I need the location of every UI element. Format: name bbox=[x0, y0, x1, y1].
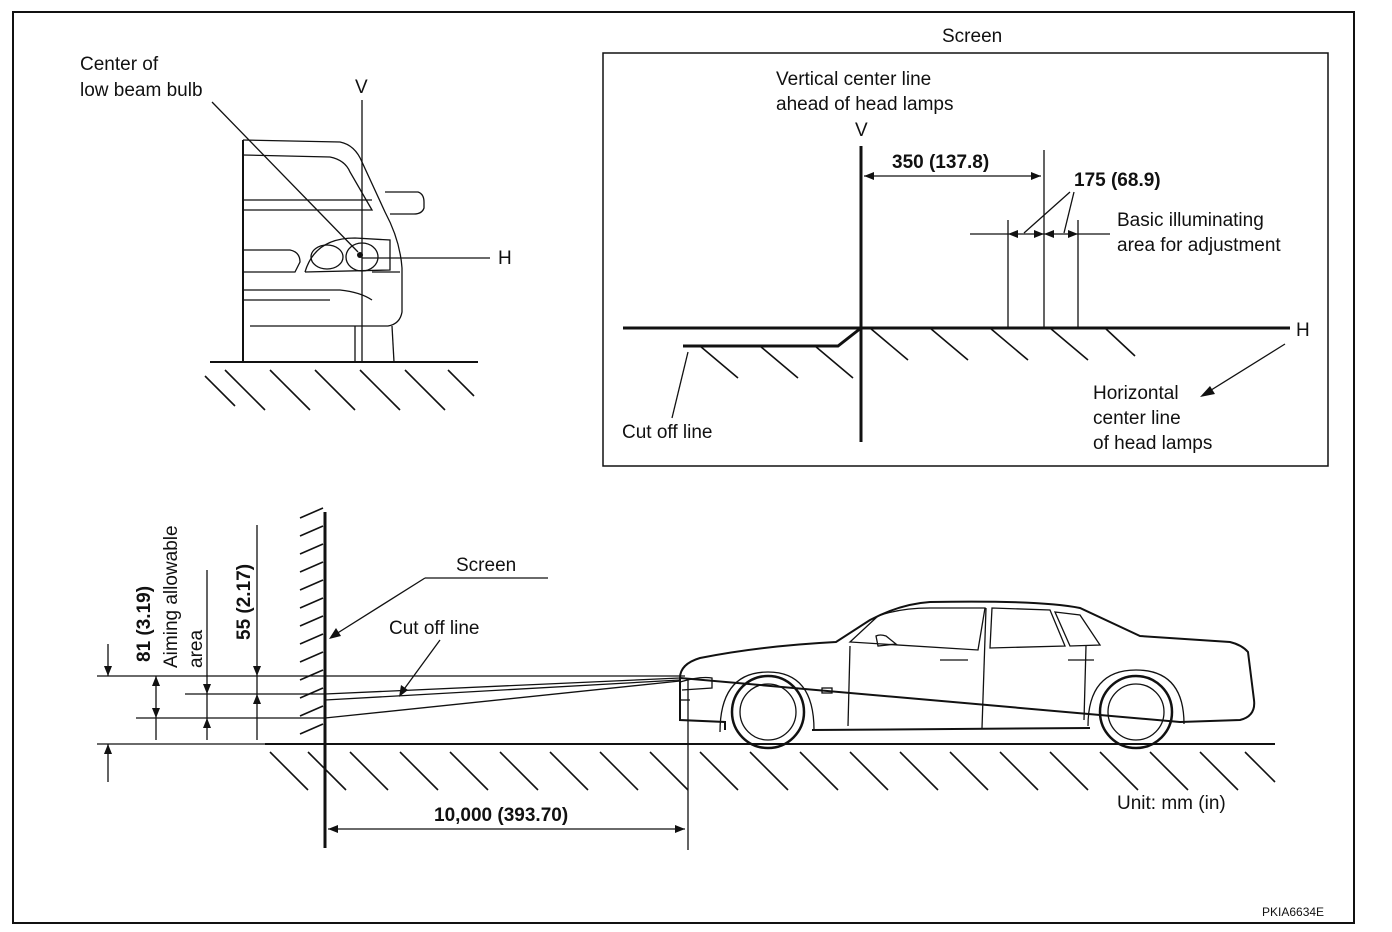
center-bulb-label-1: Center of bbox=[80, 54, 159, 75]
dim-350-label: 350 (137.8) bbox=[892, 152, 989, 173]
screen-panel-title: Screen bbox=[942, 26, 1002, 47]
center-bulb-label-2: low beam bulb bbox=[80, 80, 203, 101]
basic-area-label-2: area for adjustment bbox=[1117, 235, 1281, 256]
vertical-center-label-1: Vertical center line bbox=[776, 69, 931, 90]
distance-label: 10,000 (393.70) bbox=[434, 805, 568, 826]
basic-area-label-1: Basic illuminating bbox=[1117, 210, 1264, 231]
front-v-label: V bbox=[355, 77, 368, 98]
front-view: Center of low beam bulb V H bbox=[80, 54, 512, 411]
screen-panel: Screen Vertical center line ahead of hea… bbox=[602, 26, 1329, 467]
front-h-label: H bbox=[498, 248, 512, 269]
aiming-area-label-2: area bbox=[186, 630, 207, 668]
vertical-center-label-2: ahead of head lamps bbox=[776, 94, 953, 115]
aiming-area-label-1: Aiming allowable bbox=[161, 525, 182, 668]
panel-h-label: H bbox=[1296, 320, 1310, 341]
side-cutoff-label: Cut off line bbox=[389, 618, 479, 639]
side-view: Screen Cut off line 81 (3.19) Aiming bbox=[97, 507, 1276, 850]
panel-v-label: V bbox=[855, 120, 868, 141]
side-screen-label: Screen bbox=[456, 555, 516, 576]
horizontal-center-label-3: of head lamps bbox=[1093, 433, 1212, 454]
dim-175-label: 175 (68.9) bbox=[1074, 170, 1161, 191]
horizontal-center-label-2: center line bbox=[1093, 408, 1181, 429]
dim-55-label: 55 (2.17) bbox=[234, 564, 255, 640]
dim-81-label: 81 (3.19) bbox=[134, 586, 155, 662]
outer-frame bbox=[12, 11, 1355, 924]
panel-cutoff-label: Cut off line bbox=[622, 422, 712, 443]
unit-label: Unit: mm (in) bbox=[1117, 793, 1226, 814]
figure-id: PKIA6634E bbox=[1262, 905, 1324, 919]
horizontal-center-label-1: Horizontal bbox=[1093, 383, 1179, 404]
car-side-outline bbox=[678, 600, 1256, 750]
